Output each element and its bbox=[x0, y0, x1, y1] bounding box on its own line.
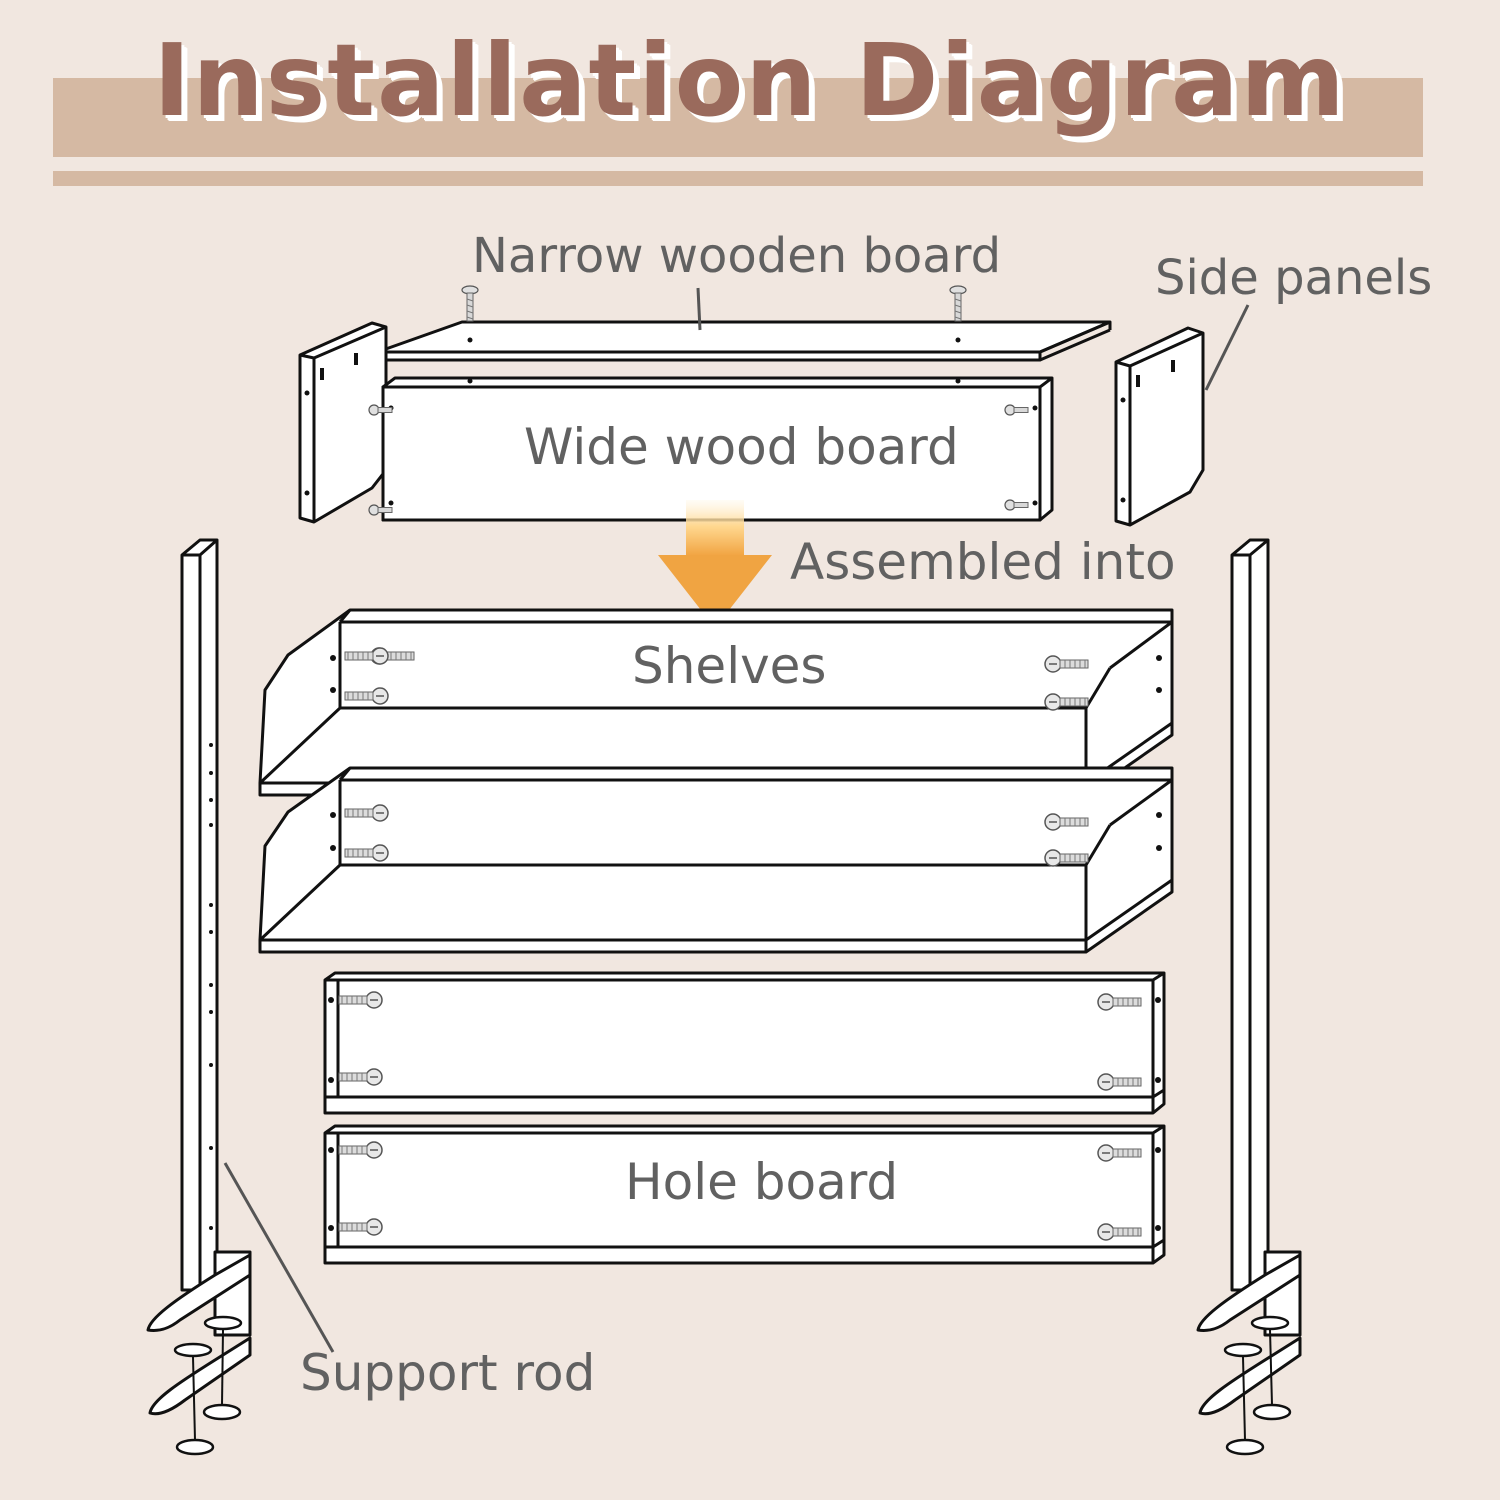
title-band bbox=[53, 78, 1423, 157]
wide-wood-board bbox=[381, 376, 1054, 522]
left-support-rod bbox=[180, 538, 219, 1292]
label-assembled-into: Assembled into bbox=[790, 533, 1176, 591]
page-title: Installation Diagram bbox=[153, 22, 1347, 139]
right-support-rod bbox=[1230, 538, 1270, 1292]
label-narrow-wooden-board: Narrow wooden board bbox=[472, 228, 1002, 284]
label-side-panels: Side panels bbox=[1155, 250, 1433, 306]
label-hole-board: Hole board bbox=[625, 1153, 899, 1211]
narrow-wooden-board bbox=[381, 320, 1112, 362]
shelf-top bbox=[258, 608, 1174, 797]
label-shelves: Shelves bbox=[632, 637, 827, 695]
label-wide-wood-board: Wide wood board bbox=[524, 418, 959, 476]
hole-board-bottom bbox=[323, 1124, 1166, 1265]
assembled-arrow bbox=[658, 500, 772, 628]
hole-board-top bbox=[323, 971, 1166, 1115]
left-side-panel bbox=[298, 321, 388, 524]
label-support-rod: Support rod bbox=[300, 1344, 596, 1402]
shelf-bottom bbox=[258, 766, 1174, 954]
right-side-panel bbox=[1114, 326, 1205, 527]
right-clamp bbox=[1196, 1250, 1302, 1416]
left-clamp bbox=[146, 1250, 252, 1416]
title-underline bbox=[53, 171, 1423, 186]
